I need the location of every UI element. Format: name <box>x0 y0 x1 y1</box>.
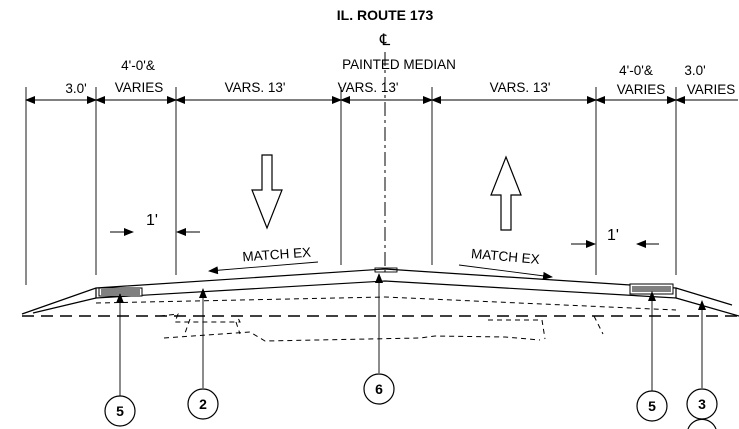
callout-5-right: 5 <box>636 390 668 422</box>
match-ex-right-arrow <box>458 264 553 280</box>
left-curb-block <box>98 287 143 297</box>
dim-left-shoulder: 3.0' <box>65 81 86 96</box>
match-ex-right-label: MATCH EX <box>470 246 540 267</box>
route-title: IL. ROUTE 173 <box>337 7 434 23</box>
dim-median: VARS. 13' <box>338 80 399 95</box>
right-offset-label: 1' <box>607 227 619 244</box>
dim-right-varies-bottom: VARIES <box>617 82 666 97</box>
dim-right-shoulder-bottom: VARIES <box>687 82 736 97</box>
northbound-arrow-icon <box>490 155 522 231</box>
extension-lines <box>25 87 677 285</box>
dim-right-varies-top: 4'-0'& <box>619 63 653 78</box>
dim-right-lane: VARS. 13' <box>490 80 551 95</box>
existing-pavement <box>95 296 677 342</box>
callout-5-left: 5 <box>104 395 136 427</box>
dim-left-varies-bottom: VARIES <box>115 80 164 95</box>
callout-2: 2 <box>187 388 219 420</box>
svg-text:2: 2 <box>199 396 207 412</box>
svg-text:3: 3 <box>698 396 706 412</box>
callout-6: 6 <box>363 373 395 405</box>
left-offset-label: 1' <box>146 212 158 229</box>
pavement-section <box>21 267 739 317</box>
callout-3: 3 <box>686 388 718 429</box>
match-ex-left-arrow <box>208 261 319 275</box>
dim-left-varies-top: 4'-0'& <box>121 58 155 73</box>
dim-left-lane: VARS. 13' <box>225 80 286 95</box>
svg-text:6: 6 <box>375 381 383 397</box>
svg-text:5: 5 <box>648 398 656 414</box>
match-ex-left-label: MATCH EX <box>242 245 312 265</box>
painted-median-marker <box>374 267 398 273</box>
callout-leaders <box>116 273 706 396</box>
svg-text:5: 5 <box>116 403 124 419</box>
centerline-symbol: ℄ <box>379 32 391 49</box>
southbound-arrow-icon <box>251 154 283 230</box>
right-curb-block <box>629 283 674 295</box>
painted-median-label: PAINTED MEDIAN <box>342 57 456 72</box>
dim-right-shoulder-top: 3.0' <box>684 63 705 78</box>
